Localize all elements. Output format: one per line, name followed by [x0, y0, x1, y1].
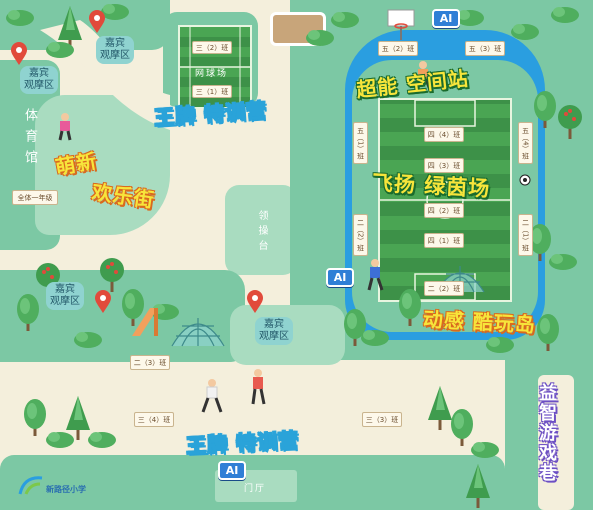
gym-label[interactable]: 体育馆 [22, 108, 37, 171]
guest-area[interactable]: 嘉宾 观摩区 [96, 36, 134, 64]
gate-hall-label[interactable]: 门厅 [244, 484, 267, 494]
location-pin-icon [247, 290, 263, 313]
location-pin-icon [95, 290, 111, 313]
class-label[interactable]: 三（3）班 [362, 412, 402, 427]
class-label[interactable]: 五（2）班 [378, 41, 418, 56]
title-wangpai-bottom[interactable]: 王牌 特训营 [185, 428, 300, 459]
tennis-lines [180, 27, 250, 107]
basketball-hoop-icon [387, 9, 415, 40]
lingcaotai-label[interactable]: 领操台 [256, 210, 267, 255]
class-label[interactable]: 四（1）班 [424, 233, 464, 248]
school-logo-icon [18, 476, 43, 495]
pitch-lines [380, 99, 510, 301]
soccer-ball-icon [519, 174, 531, 186]
class-label[interactable]: 二（2）班 [424, 281, 464, 296]
player-figure [251, 369, 266, 405]
class-label[interactable]: 四（3）班 [424, 158, 464, 173]
class-label[interactable]: 五（4）班 [518, 122, 533, 164]
right-bottom-road [538, 375, 574, 510]
class-label[interactable]: 三（1）班 [192, 85, 232, 98]
class-label-quanti[interactable]: 全体一年级 [12, 190, 58, 205]
location-pin-icon [11, 42, 27, 65]
guest-area[interactable]: 嘉宾 观摩区 [255, 317, 293, 345]
left-mid-green [0, 270, 245, 362]
class-label[interactable]: 五（1）班 [353, 122, 368, 164]
player-figure [58, 113, 72, 141]
class-label[interactable]: 二（1）班 [518, 214, 533, 256]
class-label[interactable]: 二（2）班 [353, 214, 368, 256]
player-figure [415, 61, 432, 91]
ai-badge[interactable]: AI [326, 268, 354, 287]
class-label[interactable]: 三（4）班 [134, 412, 174, 427]
title-donggan[interactable]: 动感 酷玩岛 [422, 307, 537, 337]
class-label[interactable]: 五（3）班 [465, 41, 505, 56]
guest-area[interactable]: 嘉宾 观摩区 [20, 66, 58, 94]
player-figure [367, 259, 384, 291]
school-name: 新路径小学 [46, 485, 86, 494]
class-label[interactable]: 四（2）班 [424, 203, 464, 218]
guest-area[interactable]: 嘉宾 观摩区 [46, 282, 84, 310]
climbing-dome-icon [171, 318, 225, 347]
class-label[interactable]: 四（4）班 [424, 127, 464, 142]
ai-badge[interactable]: AI [432, 9, 460, 28]
slide-icon [132, 308, 158, 336]
tennis-court-label[interactable]: 网球场 [195, 69, 229, 79]
title-feiyang[interactable]: 飞扬 绿茵场 [371, 170, 491, 202]
title-yizhi[interactable]: 益智游戏巷 [536, 383, 557, 483]
ai-badge[interactable]: AI [218, 461, 246, 480]
location-pin-icon [89, 10, 105, 33]
class-label[interactable]: 三（2）班 [192, 41, 232, 54]
class-label[interactable]: 二（3）班 [130, 355, 170, 370]
lingcaotai-green [225, 185, 297, 275]
player-figure [201, 379, 223, 413]
